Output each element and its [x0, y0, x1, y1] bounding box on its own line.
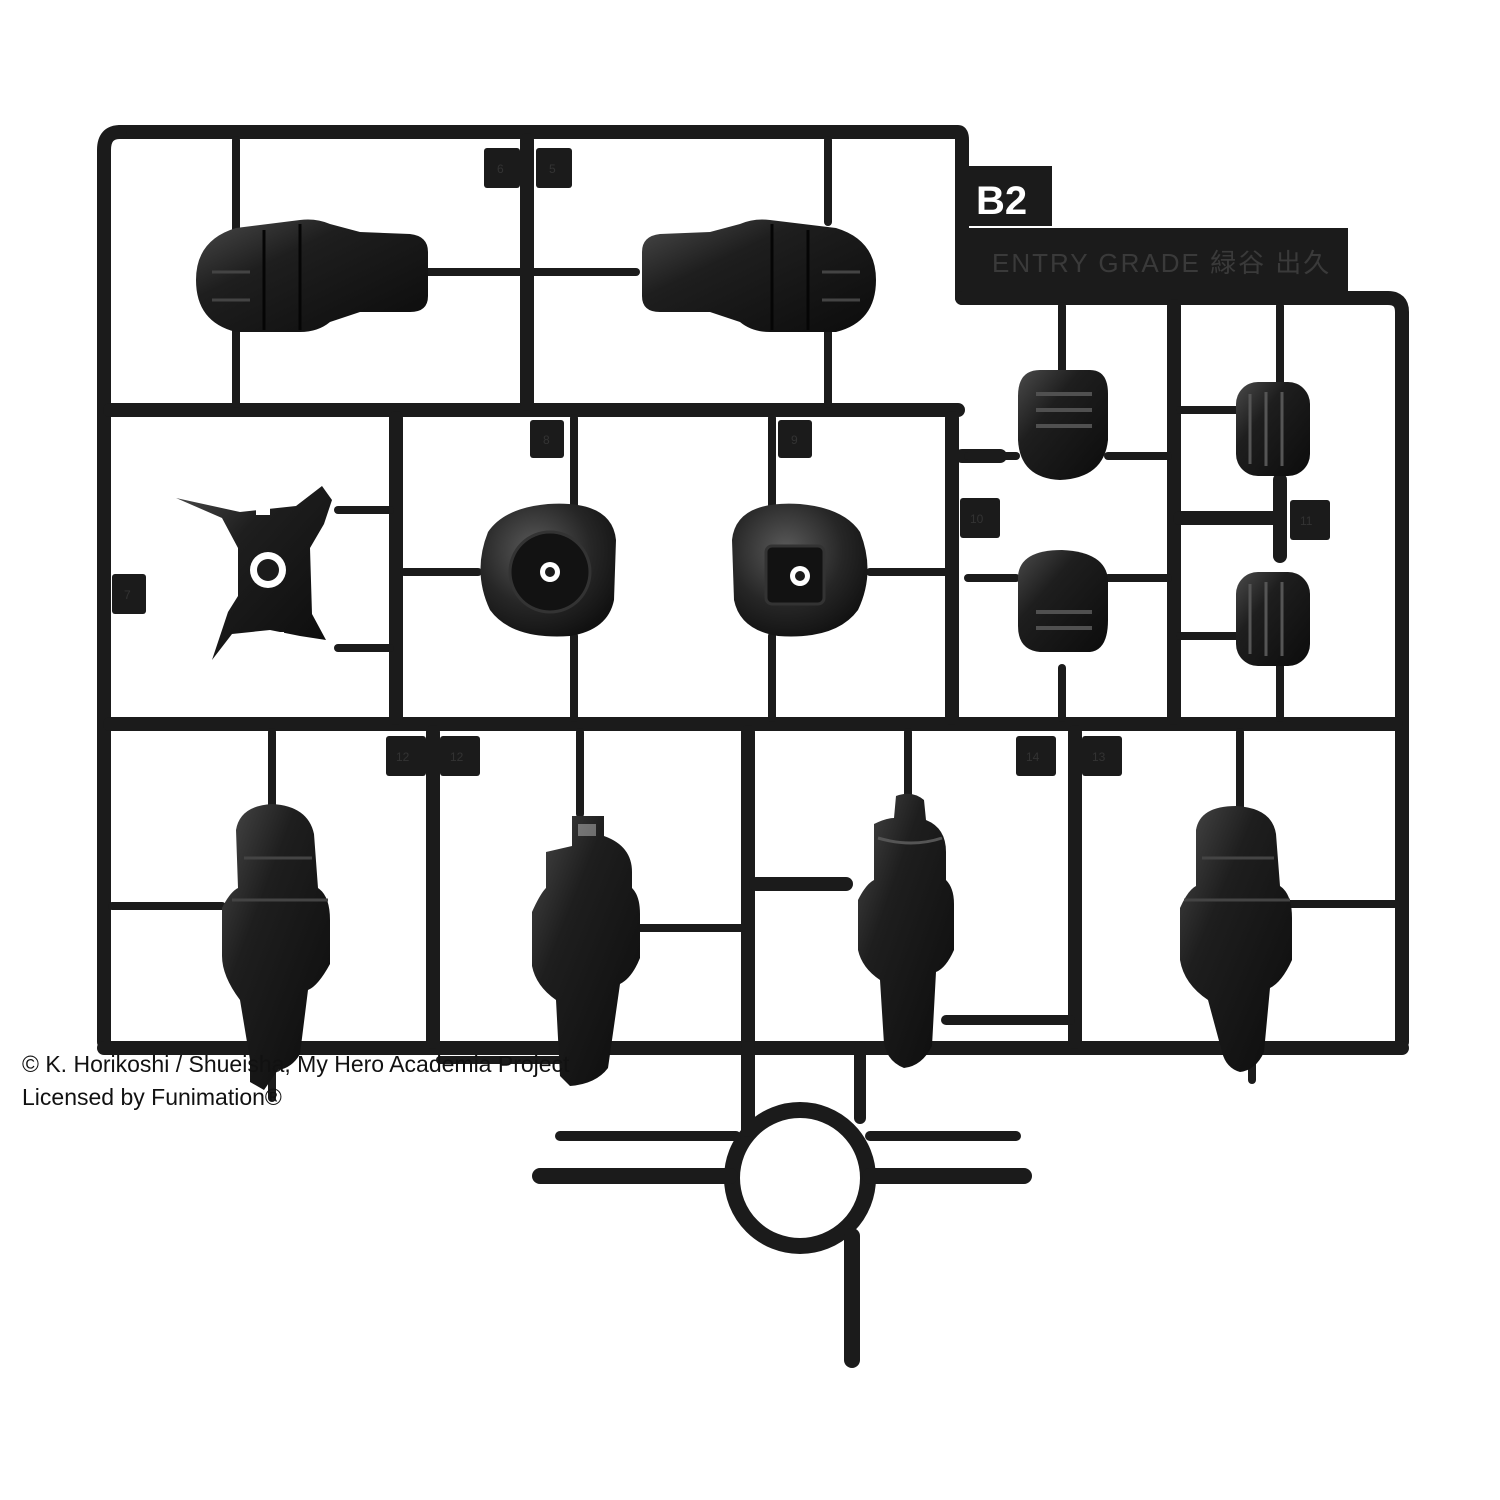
- part-10-hand-lower: [1018, 550, 1108, 652]
- part-14-leg-c: [858, 793, 954, 1068]
- sprue-gates: [108, 136, 1400, 1102]
- part-7-chest-frame: [176, 486, 332, 660]
- part-no-label: 6: [497, 162, 504, 176]
- part-6-boot-left: [196, 219, 428, 332]
- part-12-leg-b: [532, 816, 640, 1086]
- part-no-label: 5: [549, 162, 556, 176]
- plate-label-block: B2 ENTRY GRADE 緑谷 出久: [962, 166, 1348, 292]
- license-line: Licensed by Funimation®: [22, 1084, 282, 1110]
- part-8-shoulder-left: [480, 503, 616, 637]
- part-11-joint-lower: [1236, 572, 1310, 666]
- part-no-label: 10: [970, 512, 984, 526]
- copyright-credits: © K. Horikoshi / Shueisha, My Hero Acade…: [22, 1048, 569, 1114]
- runner-stand: [532, 1041, 1032, 1368]
- part-no-label: 9: [791, 433, 798, 447]
- part-no-label: 12: [396, 750, 410, 764]
- part-13-leg-d: [1180, 806, 1292, 1072]
- copyright-line: © K. Horikoshi / Shueisha, My Hero Acade…: [22, 1051, 570, 1077]
- part-no-label: 11: [1300, 514, 1313, 528]
- part-no-label: 7: [124, 588, 131, 602]
- part-number-tabs: 6 5 8 9 10 11 7 12 12 14 13: [112, 148, 1330, 776]
- part-10-hand-upper: [1018, 370, 1108, 480]
- part-no-label: 14: [1026, 750, 1040, 764]
- part-no-label: 12: [450, 750, 464, 764]
- part-no-label: 13: [1092, 750, 1106, 764]
- runner-frame: [97, 125, 1409, 1055]
- part-5-boot-right: [642, 219, 876, 332]
- plate-tag: B2: [976, 179, 1027, 223]
- plate-title: ENTRY GRADE 緑谷 出久: [992, 248, 1331, 278]
- part-12-leg-a: [222, 804, 330, 1090]
- part-11-joint-upper: [1236, 382, 1310, 476]
- part-no-label: 8: [543, 433, 550, 447]
- part-9-shoulder-right: [732, 503, 868, 637]
